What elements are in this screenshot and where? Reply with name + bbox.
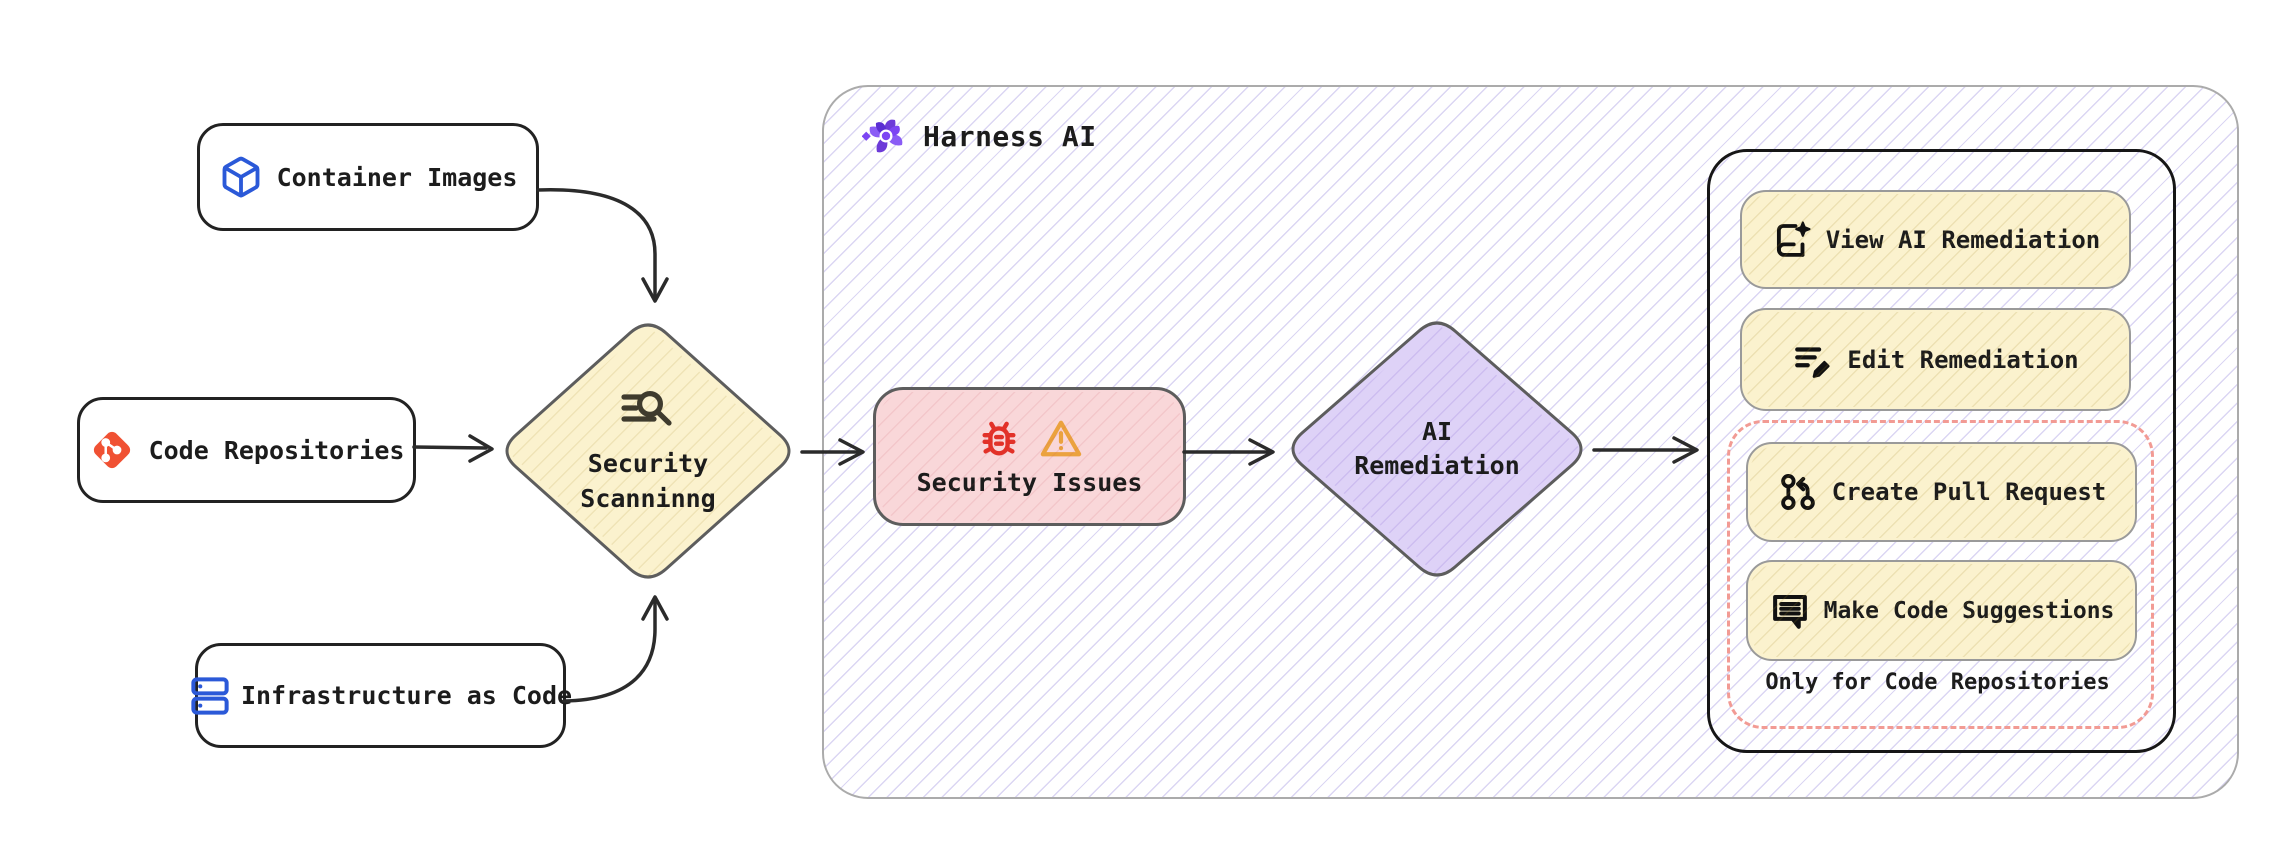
harness-ai-title: Harness AI [923,119,1097,153]
arrowhead [641,277,669,303]
cube-icon [222,156,260,198]
harness-ai-header: Harness AI [862,112,1097,160]
action-label: Make Code Suggestions [1823,597,2115,624]
node-label: Code Repositories [148,435,405,465]
edit-lines-pencil-icon [1795,346,1831,378]
diamond-label-line1: Security [587,449,709,478]
server-stack-icon [191,676,229,715]
bug-icon [981,421,1016,455]
remediation-actions-panel [1707,149,2176,753]
action-label: Edit Remediation [1847,345,2079,374]
action-label: View AI Remediation [1825,225,2101,254]
node-label: Infrastructure as Code [240,681,573,710]
action-view-ai-remediation: View AI Remediation [1740,190,2131,289]
diamond-label-line1: AI [1421,416,1453,446]
action-make-code-suggestions: Make Code Suggestions [1746,560,2137,661]
security-scanning-content: Security Scanninng [498,318,798,585]
action-create-pull-request: Create Pull Request [1746,442,2137,542]
diamond-label-line2: Remediation [1354,451,1520,480]
arrow-container-to-scan [536,188,657,301]
node-label: Security Issues [916,467,1143,497]
node-container-images: Container Images [197,123,539,231]
action-edit-remediation: Edit Remediation [1740,308,2131,411]
node-security-issues: Security Issues [873,387,1186,526]
scan-search-icon [621,391,672,426]
node-code-repositories: Code Repositories [77,397,416,503]
book-sparkle-icon [1776,220,1811,257]
pull-request-icon [1780,473,1815,511]
ai-remediation-diamond [1291,321,1583,577]
git-icon [93,431,130,469]
action-label: Create Pull Request [1831,478,2107,506]
harness-ai-logo [862,119,903,153]
arrow-repos-to-scan [412,445,488,450]
ai-remediation-content: AI Remediation [1284,315,1590,583]
node-label: Container Images [276,162,518,192]
code-repo-only-group [1727,420,2154,729]
node-infrastructure-as-code: Infrastructure as Code [191,643,572,748]
code-comment-icon [1772,594,1807,629]
arrowhead [641,595,669,621]
diamond-label-line2: Scanninng [580,483,716,513]
security-scanning-diamond [505,323,791,579]
security-issues-icons [976,417,1084,459]
warning-triangle-icon [1040,420,1081,456]
arrow-iac-to-scan [562,598,657,703]
code-repo-only-note: Only for Code Repositories [1765,670,2110,695]
